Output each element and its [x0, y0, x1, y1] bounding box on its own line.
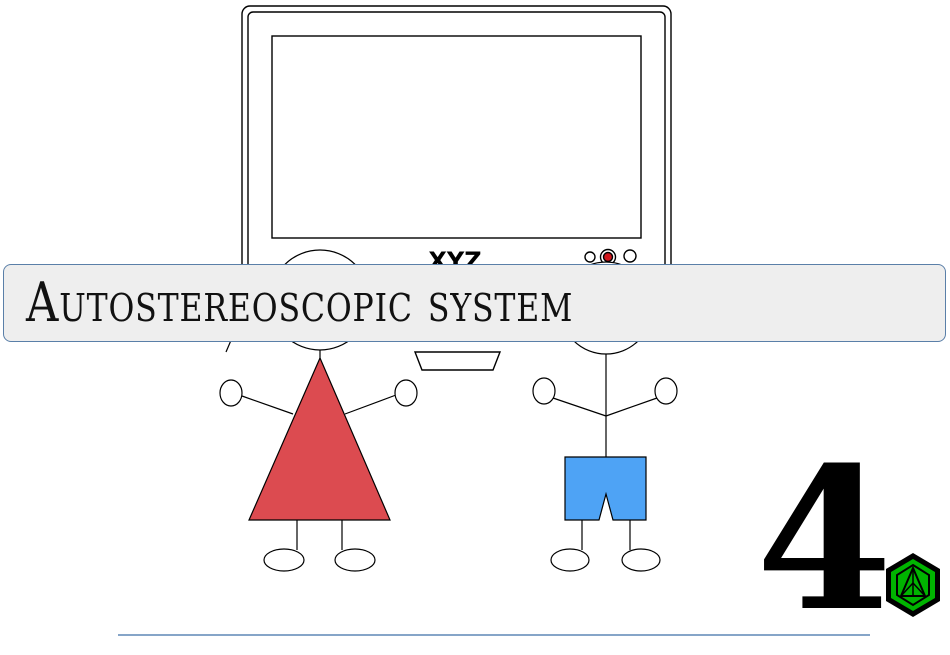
boy-foot-left	[550, 548, 590, 572]
title-banner: Autostereoscopic system	[3, 264, 946, 342]
monitor-screen	[271, 35, 642, 239]
page-title: Autostereoscopic system	[26, 271, 574, 334]
girl-foot-left	[263, 548, 305, 572]
girl-hand-right	[394, 379, 418, 407]
boy-foot-right	[621, 548, 661, 572]
monitor-indicator-right	[623, 249, 637, 263]
boy-hand-right	[654, 377, 678, 405]
boy-arm-right	[605, 397, 658, 417]
girl-foot-right	[334, 548, 376, 572]
monitor: XYZ	[241, 5, 672, 371]
monitor-indicator-led	[602, 251, 614, 263]
girl-arm-left	[241, 395, 294, 415]
monitor-stand	[413, 351, 502, 371]
girl-arm-right	[344, 394, 397, 415]
monitor-indicator-left	[584, 251, 596, 263]
hexagon-badge-icon	[886, 553, 940, 617]
boy-hand-left	[532, 377, 556, 405]
boy-arm-left	[552, 397, 607, 417]
boy-shorts	[564, 456, 647, 521]
girl-hand-left	[219, 379, 243, 407]
girl-dress	[248, 356, 391, 521]
chapter-number: 4	[756, 425, 893, 655]
